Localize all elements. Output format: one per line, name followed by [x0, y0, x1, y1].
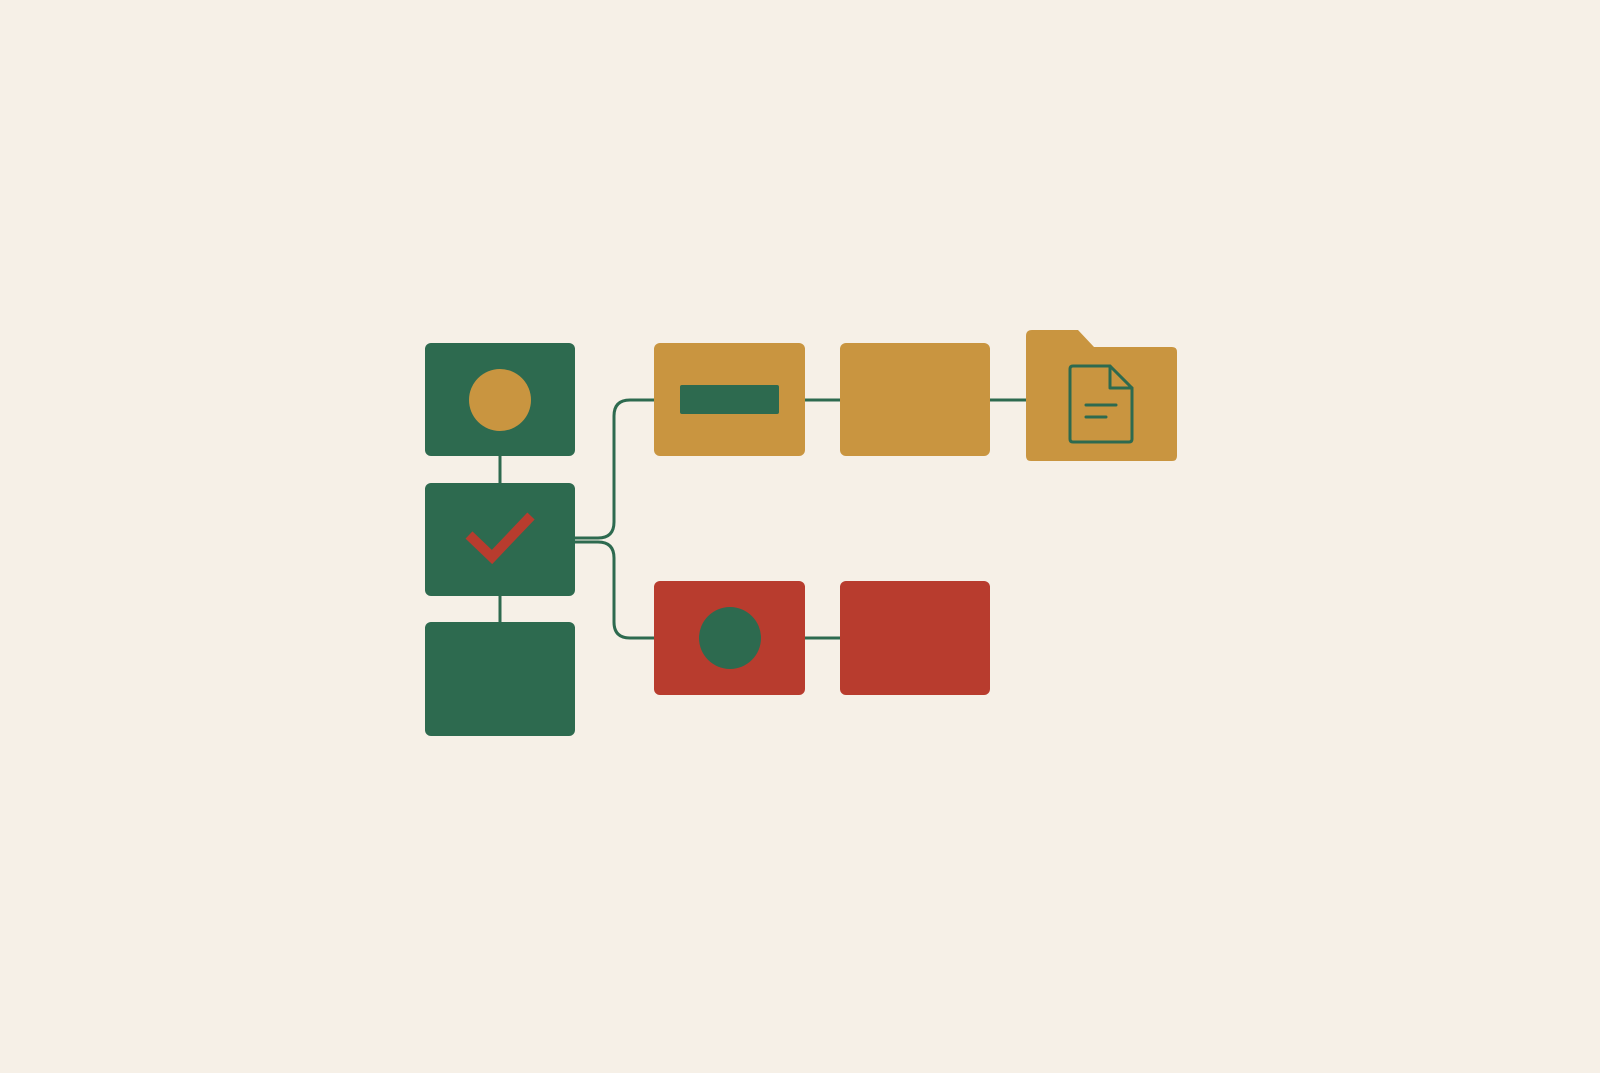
connectors: [498, 398, 1026, 640]
node-green-top: [425, 343, 575, 456]
green-bottom-box: [425, 622, 575, 736]
folder-icon: [1026, 330, 1177, 461]
red-second-box: [840, 581, 990, 695]
node-red-second: [840, 581, 990, 695]
circle-icon: [469, 369, 531, 431]
circle-icon: [699, 607, 761, 669]
connector-branch-to-red: [575, 540, 654, 640]
document-fold: [1108, 364, 1134, 390]
node-folder: [1026, 330, 1177, 461]
document-outline: [1068, 364, 1134, 444]
checkmark-icon: [465, 512, 535, 565]
ochre-second-box: [840, 343, 990, 456]
node-ochre-second: [840, 343, 990, 456]
green-middle-box: [425, 483, 575, 596]
node-red-first: [654, 581, 805, 695]
node-ochre-first: [654, 343, 805, 456]
node-green-bottom: [425, 622, 575, 736]
node-green-middle: [425, 483, 575, 596]
connector-branch-to-ochre: [575, 398, 654, 540]
document-icon: [1068, 364, 1134, 444]
bar-icon: [680, 385, 779, 414]
